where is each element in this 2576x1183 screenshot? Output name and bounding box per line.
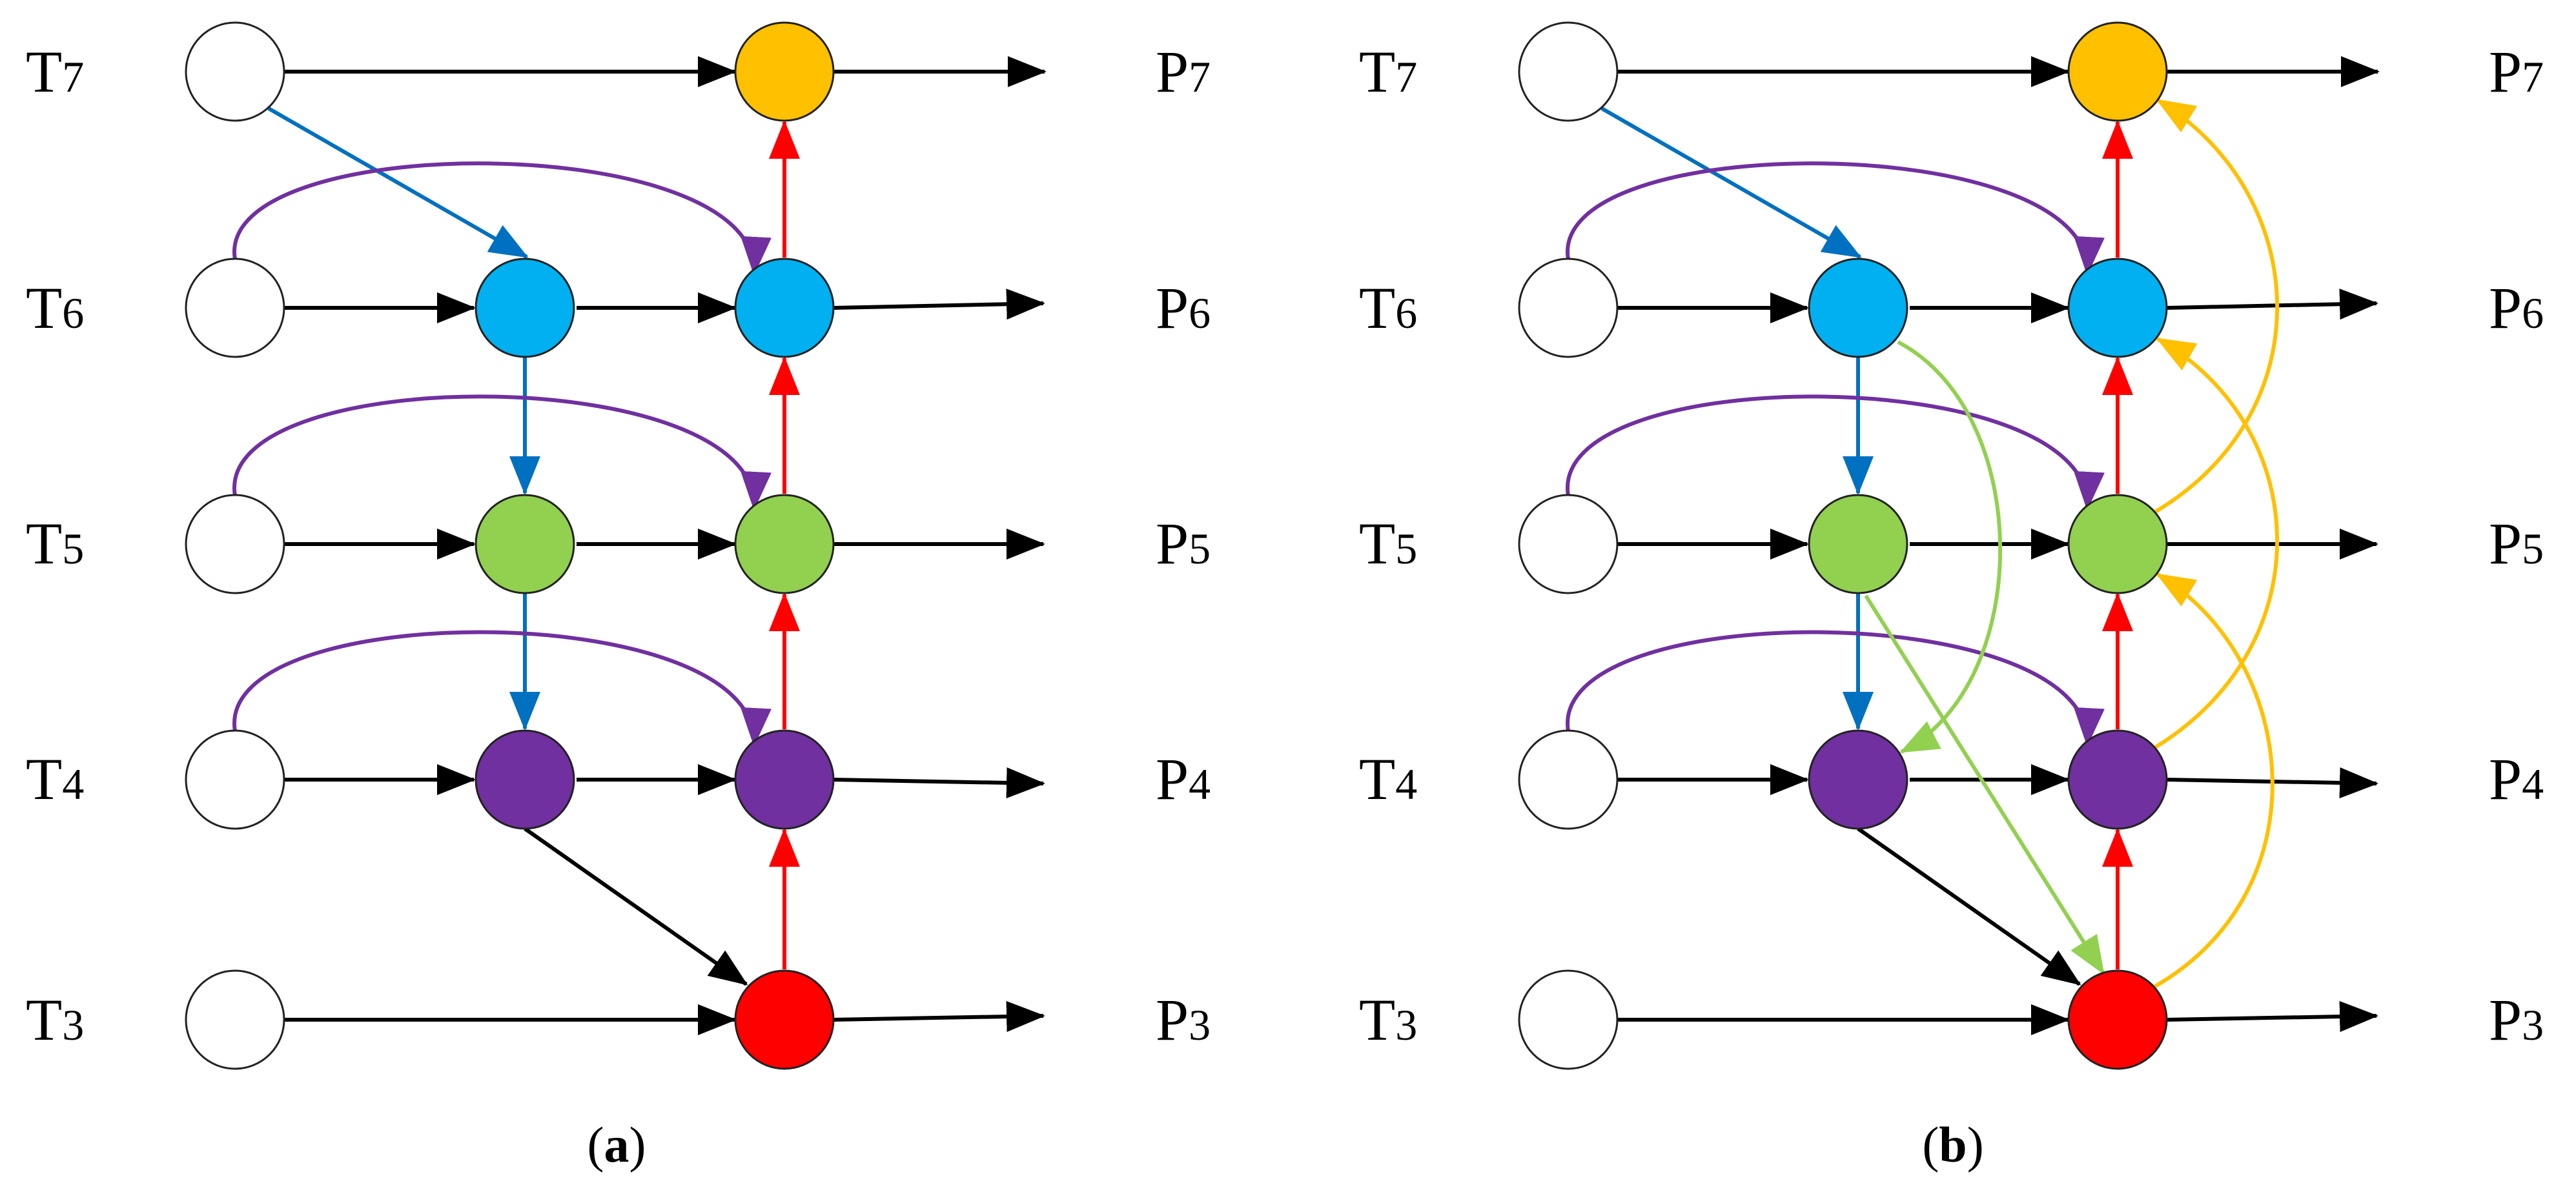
edge-skip-t6 bbox=[232, 161, 772, 276]
output-node-p5 bbox=[734, 494, 835, 594]
output-node-p3 bbox=[734, 969, 835, 1070]
label-t4: T4 bbox=[1359, 746, 1417, 812]
mid-node-5 bbox=[475, 494, 575, 594]
output-node-p6 bbox=[734, 258, 835, 358]
mid-node-4 bbox=[475, 729, 575, 830]
input-node-t4 bbox=[1518, 729, 1619, 830]
output-node-p4 bbox=[2067, 729, 2168, 830]
edge-p3-to-p5 bbox=[2152, 572, 2274, 989]
edge-output-p6 bbox=[2167, 288, 2378, 320]
edge-output-p3 bbox=[2167, 1001, 2378, 1033]
edge-output-p3 bbox=[833, 1001, 1045, 1033]
input-node-t3 bbox=[185, 969, 285, 1070]
label-p3: P3 bbox=[2489, 987, 2544, 1053]
edge-mid4-to-p3node bbox=[1857, 827, 2081, 986]
edge-skip-t5 bbox=[1566, 394, 2105, 511]
edge-output-p4 bbox=[833, 767, 1045, 798]
edge-skip-t4 bbox=[232, 630, 772, 747]
output-node-p4 bbox=[734, 729, 835, 830]
output-node-p5 bbox=[2067, 494, 2168, 594]
output-node-p3 bbox=[2067, 969, 2168, 1070]
label-p4: P4 bbox=[1156, 746, 1211, 812]
input-node-t6 bbox=[1518, 258, 1619, 358]
label-p7: P7 bbox=[1156, 39, 1211, 105]
label-t5: T5 bbox=[1359, 511, 1417, 576]
panel-a: T7 T6 T5 T4 T3 P7 P6 P5 P4 P3 bbox=[26, 21, 1211, 1173]
label-p6: P6 bbox=[2489, 275, 2544, 341]
output-node-p7 bbox=[2067, 21, 2168, 122]
mid-node-6 bbox=[1808, 258, 1908, 358]
label-t5: T5 bbox=[26, 511, 84, 576]
mid-node-5 bbox=[1808, 494, 1908, 594]
label-t3: T3 bbox=[26, 987, 84, 1053]
mid-node-6 bbox=[475, 258, 575, 358]
input-node-t7 bbox=[185, 21, 285, 122]
output-node-p6 bbox=[2067, 258, 2168, 358]
input-node-t7 bbox=[1518, 21, 1619, 122]
label-p5: P5 bbox=[2489, 511, 2544, 576]
input-node-t4 bbox=[185, 729, 285, 830]
caption-a: (a) bbox=[588, 1117, 646, 1173]
label-t7: T7 bbox=[1359, 39, 1417, 105]
input-node-t6 bbox=[185, 258, 285, 358]
panel-b: T7 T6 T5 T4 T3 P7 P6 P5 P4 P3 bbox=[1359, 21, 2544, 1173]
edge-skip-t6 bbox=[1566, 161, 2105, 276]
input-node-t5 bbox=[185, 494, 285, 594]
label-p3: P3 bbox=[1156, 987, 1211, 1053]
edge-p4-to-p6 bbox=[2152, 337, 2280, 751]
edge-p5-to-p7 bbox=[2152, 98, 2280, 515]
mid-node-4 bbox=[1808, 729, 1908, 830]
input-node-t3 bbox=[1518, 969, 1619, 1070]
edge-t7-to-mid6 bbox=[267, 106, 529, 259]
label-t7: T7 bbox=[26, 39, 84, 105]
edge-skip-t4 bbox=[1566, 630, 2105, 747]
label-p4: P4 bbox=[2489, 746, 2544, 812]
label-t3: T3 bbox=[1359, 987, 1417, 1053]
edge-output-p6 bbox=[833, 288, 1045, 320]
label-t6: T6 bbox=[26, 275, 84, 341]
label-p5: P5 bbox=[1156, 511, 1211, 576]
edge-t7-to-mid6 bbox=[1600, 106, 1862, 259]
label-p6: P6 bbox=[1156, 275, 1211, 341]
edge-mid5-to-p3node bbox=[1864, 594, 2105, 975]
label-t4: T4 bbox=[26, 746, 84, 812]
caption-b: (b) bbox=[1922, 1117, 1983, 1173]
label-t6: T6 bbox=[1359, 275, 1417, 341]
input-node-t5 bbox=[1518, 494, 1619, 594]
edge-mid6-to-mid4 bbox=[1897, 340, 2003, 754]
edge-skip-t5 bbox=[232, 394, 772, 511]
output-node-p7 bbox=[734, 21, 835, 122]
label-p7: P7 bbox=[2489, 39, 2544, 105]
edge-mid4-to-p3node bbox=[524, 827, 748, 986]
